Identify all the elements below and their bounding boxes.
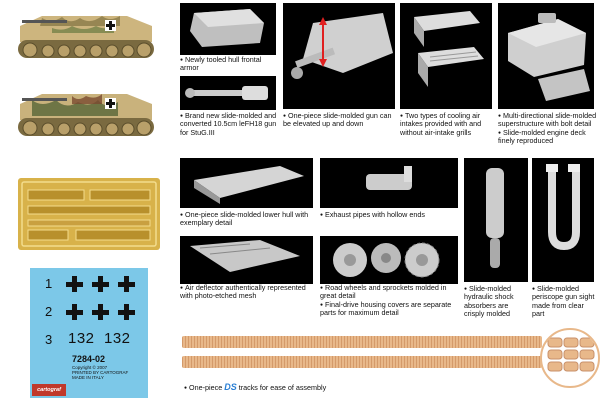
photo-superstructure [498,3,594,109]
decal-sheet-number: 7284-02 [72,354,106,364]
caption-hull-front: Newly tooled hull frontal armor [180,55,276,73]
caption-elevate: One-piece slide-molded gun can be elevat… [283,111,395,129]
caption-gun-text: Brand new slide-molded and converted 10.… [180,111,276,137]
decal-credits: Copyright © 2007 PRINTED BY CARTOGRAF MA… [72,365,128,380]
caption-tracks: One-piece DS tracks for ease of assembly [184,382,444,393]
caption-periscope-text: Slide-molded periscope gun sight made fr… [532,284,594,318]
photo-etched-fret [18,178,160,250]
decal-code-1: 132 [68,330,95,347]
tank-profile-camo-1 [12,6,162,66]
caption-lower-hull-text: One-piece slide-molded lower hull with e… [180,210,308,227]
tank-profile-camo-2 [12,82,162,144]
track-run-2 [182,356,542,368]
photo-hull-frontal-armor [180,3,276,55]
caption-superstructure: Multi-directional slide-molded superstru… [498,111,598,146]
caption-lower-hull: One-piece slide-molded lower hull with e… [180,210,316,228]
caption-tracks-pre: One-piece [184,383,222,392]
decal-copyright: Copyright © 2007 [72,365,108,370]
caption-wheels: Road wheels and sprockets molded in grea… [320,283,460,318]
photo-shock-absorbers [464,158,528,282]
caption-exhaust-text: Exhaust pipes with hollow ends [320,210,425,219]
decal-printed-by: PRINTED BY CARTOGRAF [72,370,129,375]
caption-deflector: Air deflector authentically represented … [180,283,315,301]
photo-air-deflector [180,236,313,284]
caption-shock-text: Slide-molded hydraulic shock absorbers a… [464,284,514,318]
caption-shock: Slide-molded hydraulic shock absorbers a… [464,284,530,319]
caption-wheels-text: Road wheels and sprockets molded in grea… [320,283,460,301]
cartograf-logo: cartograf [32,384,66,396]
track-run-1 [182,336,542,348]
caption-cooling: Two types of cooling air intakes provide… [400,111,494,137]
caption-superstructure-text: Multi-directional slide-molded superstru… [498,111,598,129]
caption-periscope: Slide-molded periscope gun sight made fr… [532,284,598,319]
decal-sheet: 1 2 3 132 132 7284-02 Copyright © 2007 P… [30,268,148,398]
decal-number-1: 1 [45,276,53,291]
decal-code-2: 132 [104,330,131,347]
caption-tracks-post: tracks for ease of assembly [238,383,327,392]
balkenkreuz-decals [66,276,135,320]
photo-periscope [532,158,594,282]
caption-elevate-text: One-piece slide-molded gun can be elevat… [283,111,392,128]
caption-gun: Brand new slide-molded and converted 10.… [180,111,280,137]
caption-deflector-text: Air deflector authentically represented … [180,283,306,300]
caption-exhaust: Exhaust pipes with hollow ends [320,210,458,219]
photo-lower-hull [180,158,313,208]
photo-gun-elevation [283,3,395,109]
caption-cooling-text: Two types of cooling air intakes provide… [400,111,481,137]
caption-final-drive-text: Final-drive housing covers are separate … [320,300,460,318]
caption-hull-front-text: Newly tooled hull frontal armor [180,55,261,72]
photo-exhaust [320,158,458,208]
photo-gun [180,76,276,110]
decal-number-2: 2 [45,304,53,319]
caption-engine-deck-text: Slide-molded engine deck finely reproduc… [498,128,598,146]
decal-made-in: MADE IN ITALY [72,375,104,380]
decal-number-3: 3 [45,332,53,347]
photo-cooling-intakes [400,3,492,109]
photo-wheels [320,236,458,284]
ds-logo: DS [224,382,237,392]
track-closeup [540,328,600,388]
cartograf-logo-text: cartograf [37,387,61,393]
